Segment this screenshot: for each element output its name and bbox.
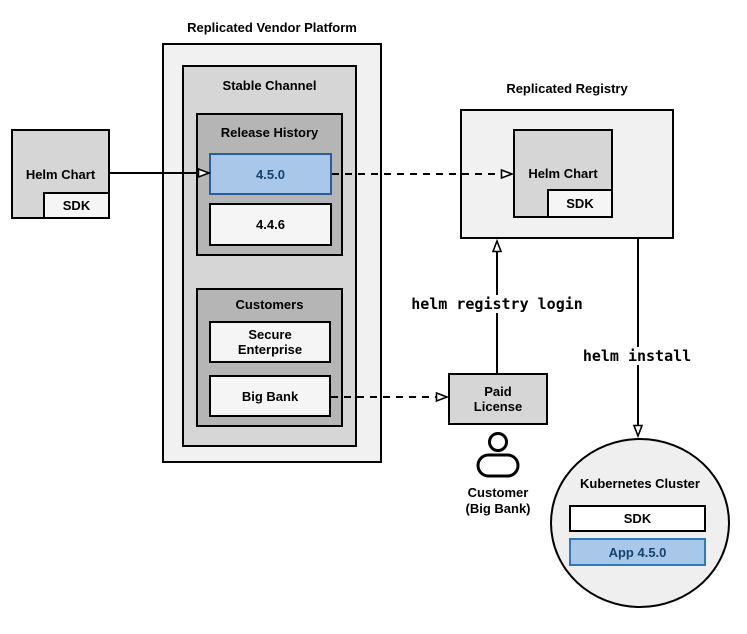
k8s-sdk-label: SDK [623,511,652,526]
release-box-4-5-0: 4.5.0 [209,153,332,195]
paid-license-box: Paid License [448,373,548,425]
customers-title: Customers [235,297,304,312]
stable-channel-title: Stable Channel [222,78,317,93]
registry-sdk-label: SDK [566,196,594,211]
release-4-4-6-label: 4.4.6 [256,217,285,232]
cmd-helm-install: helm install [577,347,697,365]
source-helm-chart-label: Helm Chart [25,166,96,182]
source-sdk-label: SDK [62,198,91,213]
big-bank-label: Big Bank [241,388,299,404]
release-4-5-0-label: 4.5.0 [256,166,285,182]
source-sdk-box: SDK [43,192,110,219]
k8s-cluster-title: Kubernetes Cluster [580,476,700,491]
customer-box-secure-enterprise: Secure Enterprise [209,321,331,363]
k8s-app-label: App 4.5.0 [608,544,667,560]
release-history-title: Release History [220,125,319,140]
person-icon [476,432,520,478]
release-box-4-4-6: 4.4.6 [209,203,332,246]
k8s-app-box: App 4.5.0 [569,538,706,566]
registry-title: Replicated Registry [506,81,628,96]
customer-box-big-bank: Big Bank [209,375,331,417]
paid-license-label: Paid License [473,384,523,414]
registry-helm-chart-label: Helm Chart [528,166,598,181]
cmd-helm-registry-login: helm registry login [406,295,588,313]
registry-sdk-box: SDK [547,189,613,218]
customer-caption: Customer (Big Bank) [465,485,531,516]
secure-enterprise-label: Secure Enterprise [237,327,303,357]
k8s-sdk-box: SDK [569,505,706,532]
vendor-platform-title: Replicated Vendor Platform [187,20,357,35]
